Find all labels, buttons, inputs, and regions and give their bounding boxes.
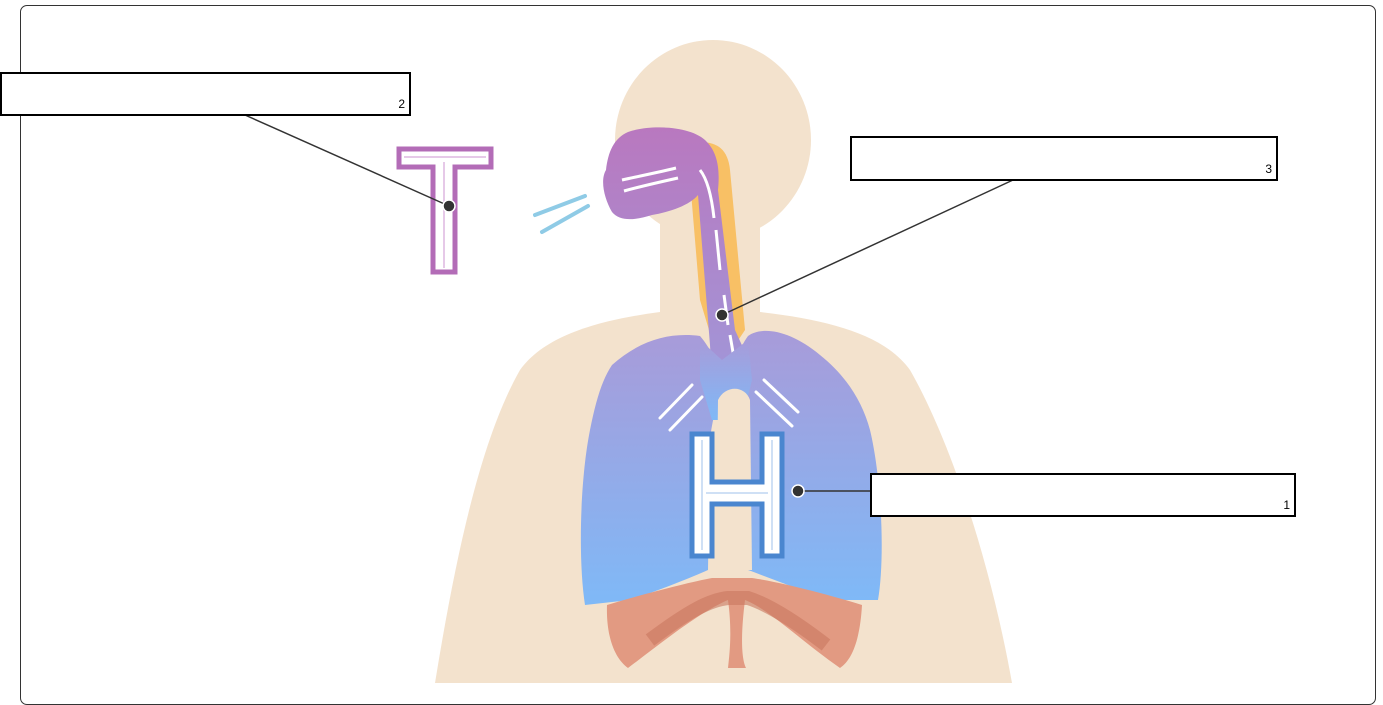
bronchi-gap bbox=[716, 389, 752, 570]
label-number-3: 3 bbox=[1265, 162, 1272, 176]
label-drop-box-1[interactable]: 1 bbox=[870, 473, 1296, 517]
marker-dot-2 bbox=[443, 200, 455, 212]
label-number-2: 2 bbox=[398, 97, 405, 111]
label-drop-box-2[interactable]: 2 bbox=[0, 72, 411, 116]
label-drop-box-3[interactable]: 3 bbox=[850, 136, 1278, 181]
marker-dot-3 bbox=[716, 309, 728, 321]
label-number-1: 1 bbox=[1283, 498, 1290, 512]
breath-lines bbox=[535, 196, 588, 232]
marker-dot-1 bbox=[792, 485, 804, 497]
